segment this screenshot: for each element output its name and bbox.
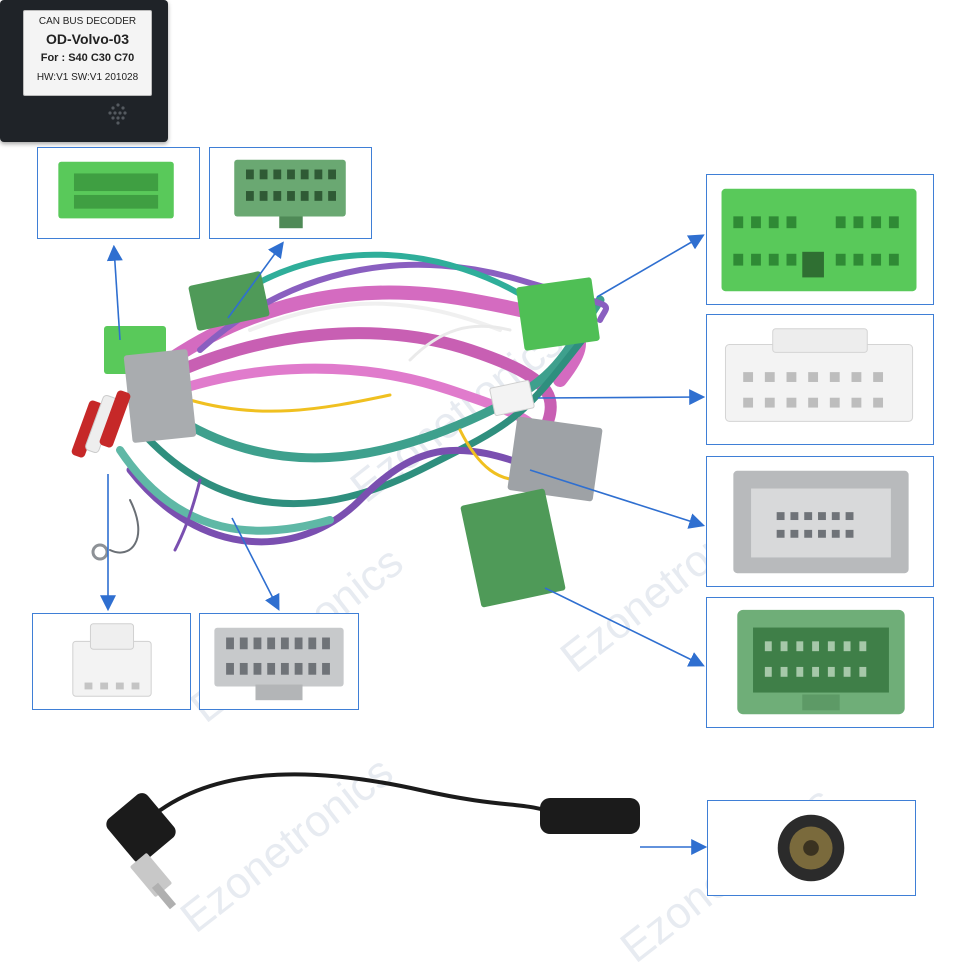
dark-green-connector-image (737, 609, 905, 715)
harness-connector-white-small (489, 380, 535, 416)
connector-detail-green-right (706, 174, 934, 305)
antenna-adapter-cable (106, 772, 640, 910)
harness-connector-green-right (516, 277, 600, 351)
decoder-label-line-3: For : S40 C30 C70 (40, 52, 135, 64)
decoder-label-sticker: CAN BUS DECODER OD-Volvo-03 For : S40 C3… (23, 10, 152, 96)
connector-detail-dark-green-right (706, 597, 934, 728)
harness-connector-dark-green-bottom (460, 488, 566, 608)
antenna-socket-detail (707, 800, 916, 896)
connector-detail-green-top-left (37, 147, 200, 239)
connector-detail-white-right (706, 314, 934, 445)
rca-plugs (71, 390, 131, 458)
ground-ring-terminal (91, 543, 109, 561)
connector-detail-gray-bottom (199, 613, 359, 710)
connector-detail-white-bottom-left (32, 613, 191, 710)
gray-connector-image (214, 627, 344, 701)
white-connector-image (724, 328, 914, 422)
connector-detail-dark-green-top (209, 147, 372, 239)
gray-connector-image (733, 470, 909, 574)
canbus-decoder-box: CAN BUS DECODER OD-Volvo-03 For : S40 C3… (0, 0, 168, 142)
harness-connector-gray-right (507, 416, 603, 502)
decoder-label-line-4: HW:V1 SW:V1 201028 (36, 72, 139, 83)
decoder-label-line-2: OD-Volvo-03 (46, 31, 129, 47)
dark-green-connector-image (234, 159, 346, 229)
green-connector-image (721, 188, 917, 292)
decoder-label-line-1: CAN BUS DECODER (38, 16, 137, 27)
antenna-socket-image (777, 814, 845, 882)
connector-detail-gray-right (706, 456, 934, 587)
green-connector-image (58, 161, 174, 219)
white-connector-image (72, 623, 152, 697)
harness-connector-gray-left (123, 349, 197, 443)
speaker-vent-icon (108, 103, 127, 125)
